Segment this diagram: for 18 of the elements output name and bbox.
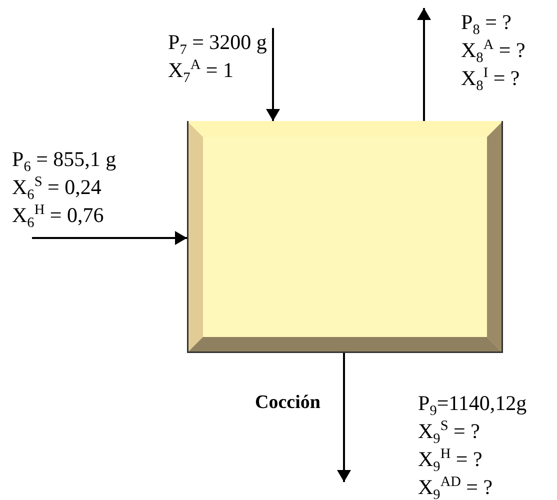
arrow	[32, 231, 187, 245]
stream-variable: X$_{6}$$^{H}$ = 0,76	[12, 201, 105, 229]
stream-variable: P$_{9}$=1140,12g	[418, 390, 528, 417]
stream-variable: X$_{7}$$^{A}$ = 1	[168, 56, 234, 84]
stream-variable: P$_{6}$ = 855,1 g	[12, 146, 118, 173]
stream-variable: X$_{6}$$^{S}$ = 0,24	[12, 173, 102, 201]
arrow	[266, 28, 280, 121]
stream-variable: P$_{7}$ = 3200 g	[168, 29, 268, 56]
stream-variable: X$_{9}$$^{AD}$ = ?	[418, 473, 494, 500]
stream-variable: X$_{8}$$^{A}$ = ?	[461, 36, 526, 64]
process-box	[187, 121, 503, 353]
stream-variable: X$_{8}$$^{I}$ = ?	[461, 64, 521, 92]
process-name: Cocción	[255, 391, 320, 415]
stream-variable: P$_{8}$ = ?	[461, 9, 512, 36]
stream-variable: X$_{9}$$^{H}$ = ?	[418, 445, 484, 473]
stream-variable: X$_{9}$$^{S}$ = ?	[418, 417, 481, 445]
arrow	[337, 353, 351, 482]
arrow	[417, 8, 431, 121]
